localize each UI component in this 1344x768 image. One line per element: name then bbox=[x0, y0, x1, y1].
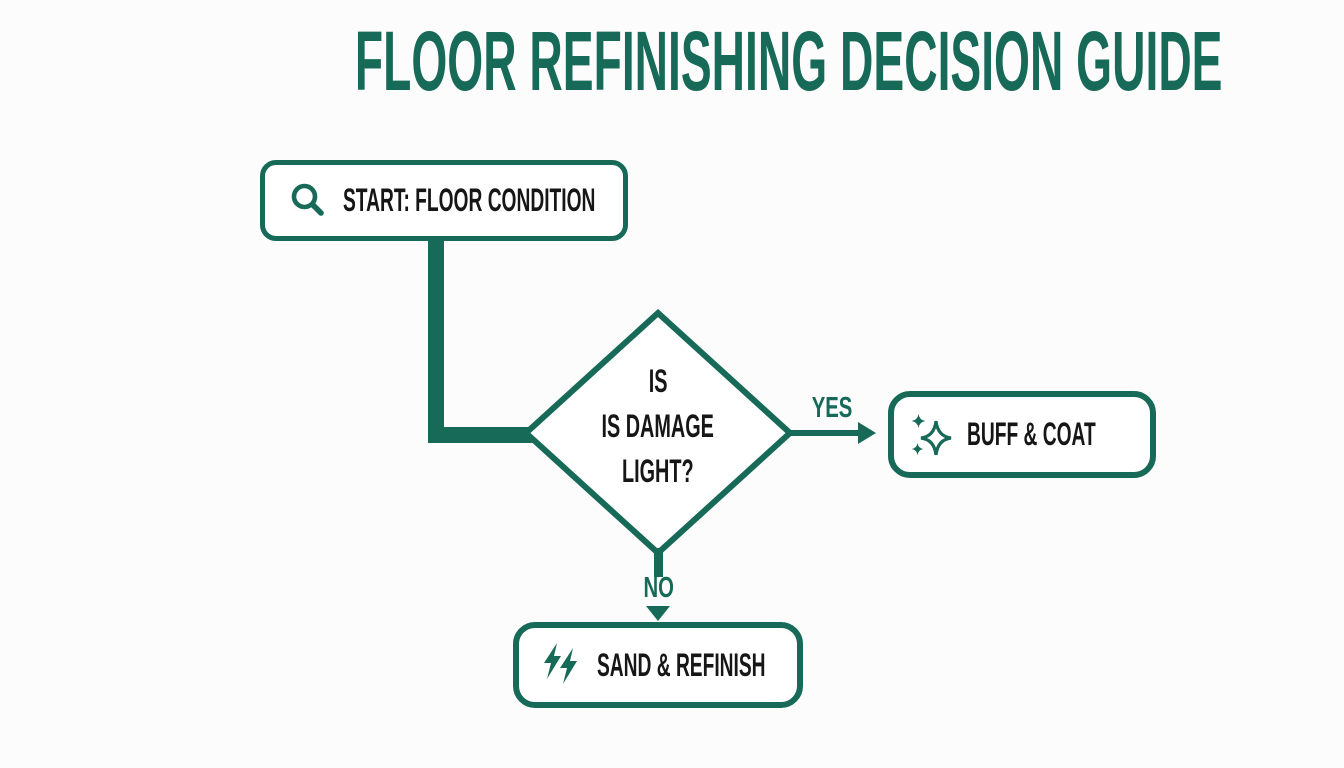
yes-arrowhead-icon bbox=[858, 422, 876, 444]
no-arrowhead-icon bbox=[646, 606, 670, 621]
start-node-label: START: FLOOR CONDITION bbox=[343, 182, 596, 218]
buff-coat-node: BUFF & COAT bbox=[888, 391, 1156, 478]
yes-branch-label: YES bbox=[811, 392, 853, 424]
start-node: START: FLOOR CONDITION bbox=[260, 160, 628, 241]
no-branch-stub bbox=[654, 548, 663, 577]
page-title-text: FLOOR REFINISHING DECISION GUIDE bbox=[354, 14, 1223, 108]
sand-refinish-node: SAND & REFINISH bbox=[513, 622, 803, 708]
connector-start-horizontal bbox=[428, 427, 534, 443]
sand-refinish-label: SAND & REFINISH bbox=[597, 646, 766, 683]
lightning-bolts-icon bbox=[544, 643, 577, 684]
yes-arrow-line bbox=[790, 430, 860, 436]
buff-coat-label: BUFF & COAT bbox=[967, 416, 1096, 452]
decision-node-label: IS IS DAMAGE LIGHT? bbox=[527, 362, 789, 497]
magnifier-icon bbox=[291, 183, 324, 216]
no-branch-label: NO bbox=[643, 572, 675, 604]
connector-start-vertical bbox=[428, 236, 444, 443]
sparkles-icon bbox=[911, 413, 952, 455]
decision-line-1: IS bbox=[648, 363, 668, 399]
decision-line-2: IS DAMAGE bbox=[601, 408, 715, 444]
page-title: FLOOR REFINISHING DECISION GUIDE bbox=[0, 18, 1344, 129]
decision-line-3: LIGHT? bbox=[622, 453, 694, 489]
